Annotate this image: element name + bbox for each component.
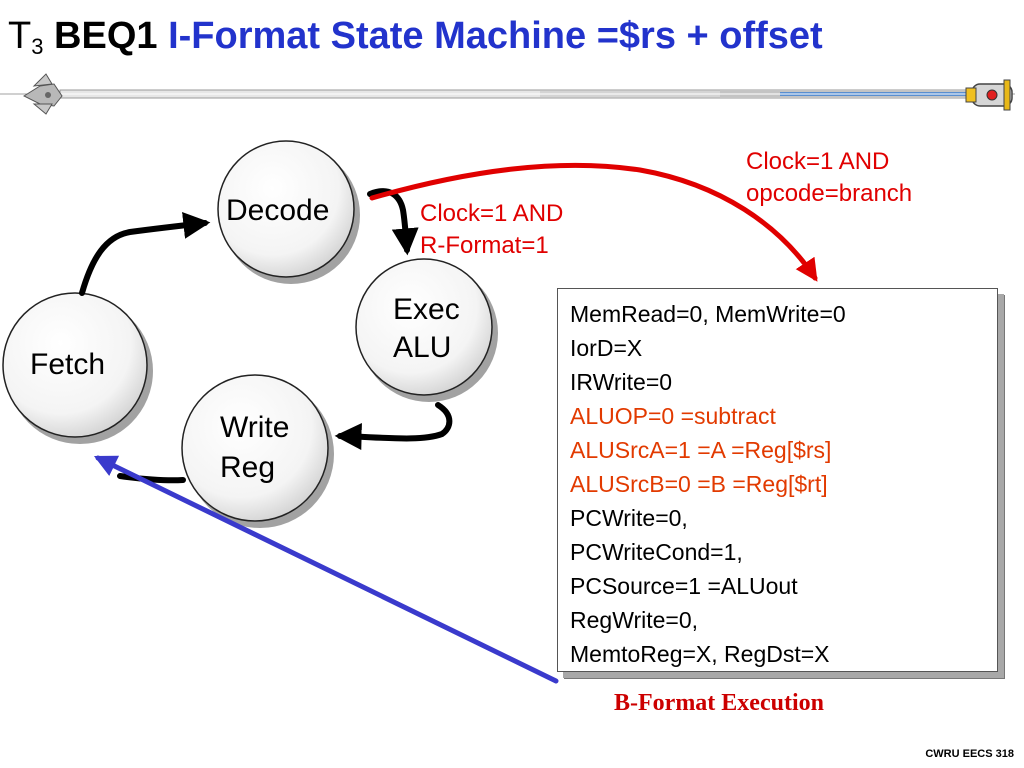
state-fetch: [2, 292, 153, 444]
footer-course-label: CWRU EECS 318: [925, 748, 1014, 760]
signal-line: MemRead=0, MemWrite=0: [570, 301, 846, 327]
state-write-reg: [181, 374, 334, 528]
rformat-condition-line2: R-Format=1: [420, 232, 549, 259]
write-label-line1: Write: [220, 411, 290, 444]
signal-line: ALUOP=0 =subtract: [570, 403, 776, 429]
arrow-exec-to-write: [334, 402, 453, 451]
arrow-write-to-fetch: [117, 473, 186, 484]
shuttle-icon: [965, 79, 1013, 111]
slide-title: T3 BEQ1 I-Format State Machine =$rs + of…: [8, 14, 823, 69]
exec-label-line1: Exec: [393, 293, 460, 326]
rformat-condition-line1: Clock=1 AND: [420, 200, 564, 227]
signal-line: IRWrite=0: [570, 369, 673, 395]
starship-icon: [22, 73, 63, 115]
write-label-line2: Reg: [220, 451, 276, 484]
signal-line: ALUSrcA=1 =A =Reg[$rs]: [570, 437, 832, 463]
arrow-fetch-to-decode: [79, 211, 211, 296]
exec-label-line2: ALU: [393, 331, 452, 364]
decode-label: Decode: [226, 194, 330, 227]
fetch-label: Fetch: [30, 348, 106, 381]
title-heading: I-Format State Machine =$rs + offset: [168, 15, 823, 57]
signal-line: ALUSrcB=0 =B =Reg[$rt]: [570, 471, 828, 497]
title-instruction: BEQ1: [54, 15, 158, 57]
state-decode: [217, 140, 360, 284]
signal-line: PCWrite=0,: [570, 505, 688, 531]
state-exec-alu: [355, 258, 498, 402]
signal-line: PCWriteCond=1,: [570, 539, 743, 565]
signal-line: PCSource=1 =ALUout: [570, 573, 798, 599]
signal-line: RegWrite=0,: [570, 607, 699, 633]
arrow-decode-to-exec: [367, 188, 419, 256]
state-caption: B-Format Execution: [614, 690, 824, 716]
arrow-branch-to-fetch: [93, 455, 559, 684]
signal-line: IorD=X: [570, 335, 643, 361]
title-t3: T3: [8, 15, 44, 59]
header-rule: [0, 89, 1015, 99]
branch-condition-line2: opcode=branch: [746, 180, 913, 207]
branch-condition-line1: Clock=1 AND: [746, 148, 890, 175]
arrow-decode-to-branch: [369, 162, 818, 282]
signal-line: MemtoReg=X, RegDst=X: [570, 641, 830, 667]
